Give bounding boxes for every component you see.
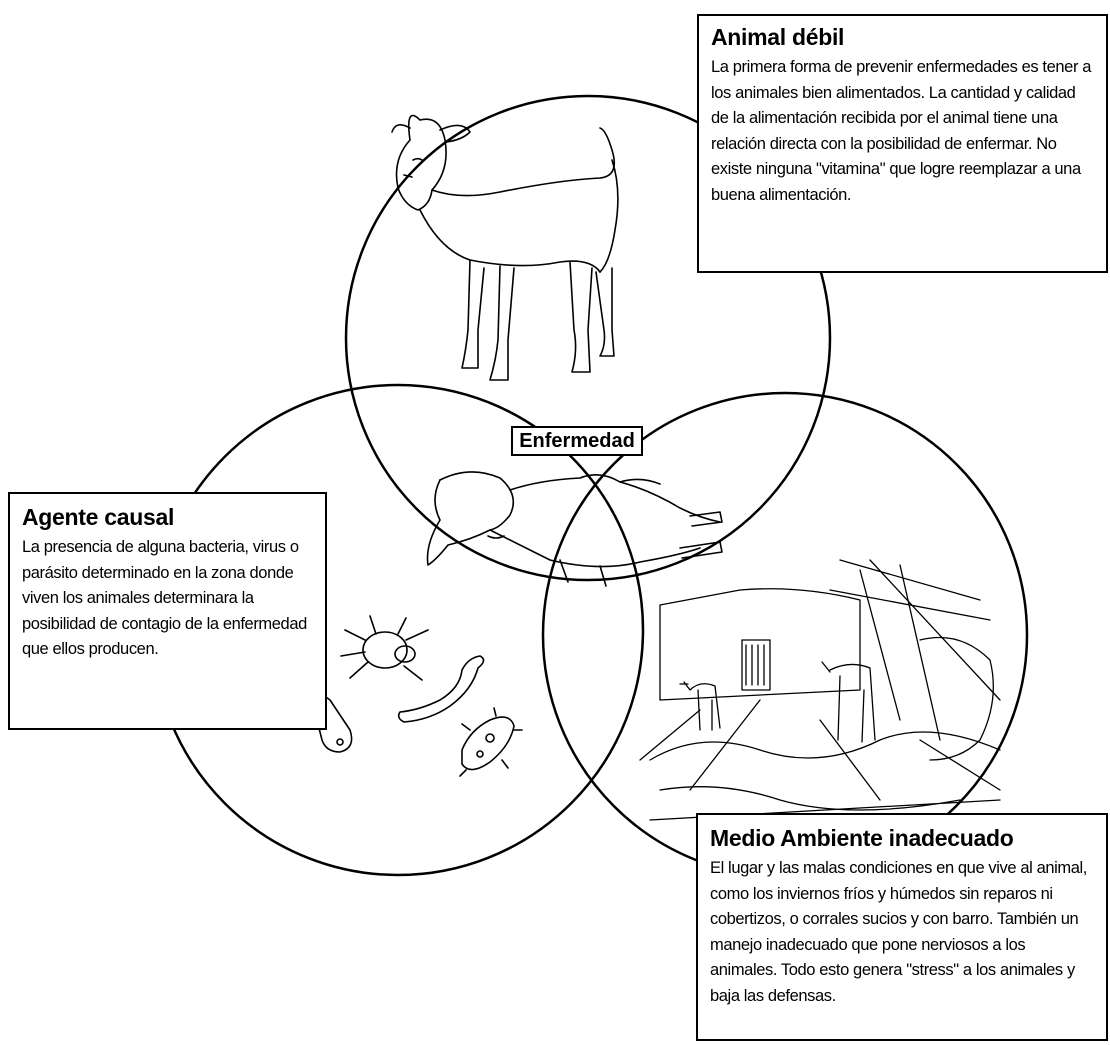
harsh-environment-illustration [640, 560, 1000, 820]
medio-ambiente-title: Medio Ambiente inadecuado [710, 825, 1096, 852]
animal-debil-box: Animal débil La primera forma de preveni… [697, 14, 1108, 273]
animal-debil-body: La primera forma de prevenir enfermedade… [711, 55, 1096, 208]
medio-ambiente-box: Medio Ambiente inadecuado El lugar y las… [696, 813, 1108, 1041]
parasites-illustration [312, 616, 522, 776]
weak-goat-illustration [392, 116, 618, 381]
agente-causal-box: Agente causal La presencia de alguna bac… [8, 492, 327, 730]
medio-ambiente-body: El lugar y las malas condiciones en que … [710, 856, 1096, 1009]
sick-goat-illustration [428, 472, 723, 586]
center-label-enfermedad: Enfermedad [511, 426, 643, 456]
animal-debil-title: Animal débil [711, 24, 1096, 51]
circle-medio-ambiente [543, 393, 1027, 877]
agente-causal-title: Agente causal [22, 504, 315, 531]
agente-causal-body: La presencia de alguna bacteria, virus o… [22, 535, 315, 663]
